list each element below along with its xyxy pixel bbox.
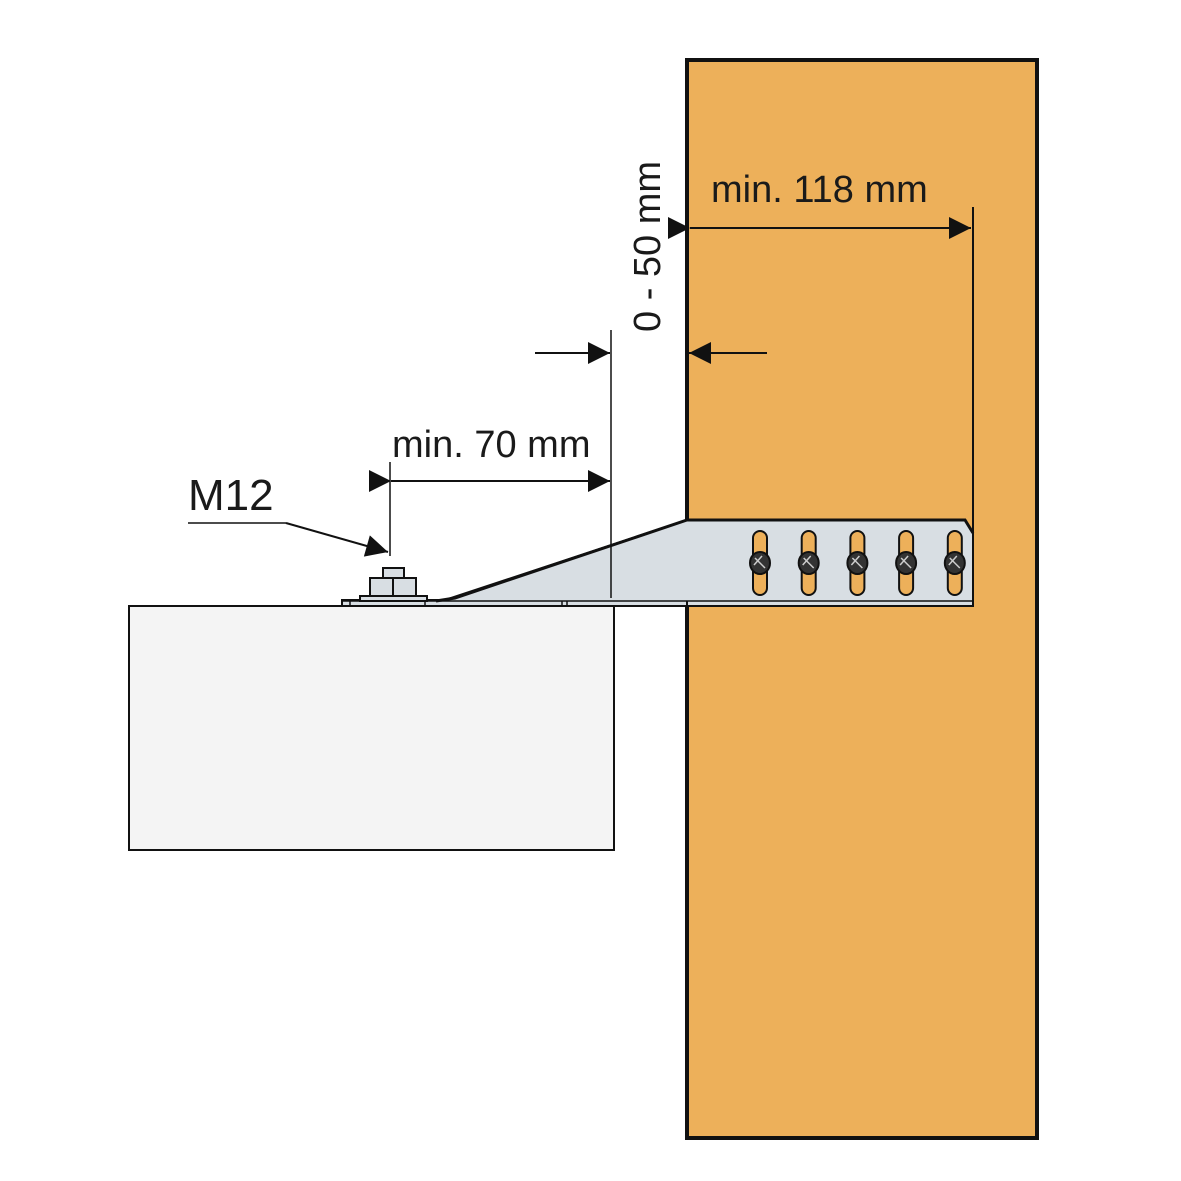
- screw-drive-icon: [948, 555, 961, 569]
- screw-in-slot: [846, 530, 869, 596]
- dimension-min-118: [668, 207, 974, 532]
- screw-in-slot: [749, 530, 771, 596]
- door-closer-body: [128, 605, 615, 851]
- mounting-bracket: [341, 518, 975, 607]
- label-min-118: min. 118 mm: [711, 169, 928, 211]
- screw-in-slot: [943, 530, 966, 596]
- screw-drive-icon: [899, 555, 912, 569]
- screw-drive-icon: [802, 555, 815, 569]
- dimension-0-50: [535, 330, 767, 598]
- label-0-50: 0 - 50 mm: [627, 161, 669, 332]
- label-min-70: min. 70 mm: [392, 424, 590, 466]
- label-m12: M12: [188, 471, 274, 520]
- screw-drive-icon: [850, 555, 863, 569]
- screw-drive-icon: [753, 555, 766, 569]
- screw-in-slot: [895, 530, 918, 596]
- dimension-min-70: [369, 462, 610, 556]
- m12-nut: [359, 567, 428, 602]
- screw-in-slot: [797, 530, 820, 596]
- m12-leader: [188, 522, 389, 557]
